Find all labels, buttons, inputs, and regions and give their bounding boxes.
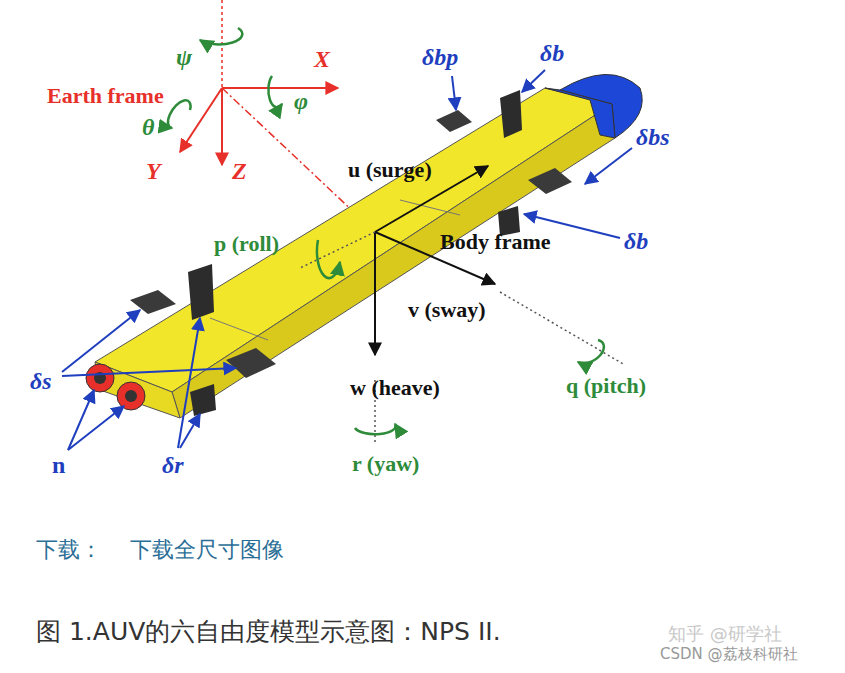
angle-symbol: φ [294,88,308,114]
axis-label: Y [146,158,161,184]
control-label: δb [624,228,648,254]
control-label: δr [162,452,184,478]
download-link: 下载全尺寸图像 [130,538,284,562]
rate-label: q (pitch) [566,374,646,398]
velocity-label: v (sway) [408,298,486,322]
rate-label: p (roll) [214,232,279,256]
frame-label: Earth frame [47,84,164,108]
control-label: δbs [636,124,670,150]
figure-caption: 图 1.AUV的六自由度模型示意图：NPS II. [36,618,501,646]
axis-label: X [314,46,330,72]
control-label: δb [540,40,564,66]
angle-symbol: ψ [176,44,192,70]
rate-label: r (yaw) [352,452,419,476]
thruster-label: n [52,452,65,478]
control-label: δs [30,368,52,394]
velocity-label: u (surge) [348,158,432,182]
axis-label: Z [232,158,247,184]
frame-label: Body frame [440,230,551,254]
watermark: 知乎 @研学社 [668,624,782,644]
control-label: δbp [422,44,458,70]
watermark: CSDN @荔枝科研社 [660,646,798,663]
velocity-label: w (heave) [350,376,440,400]
angle-symbol: θ [142,114,154,140]
download-link: 下载： [36,538,102,562]
